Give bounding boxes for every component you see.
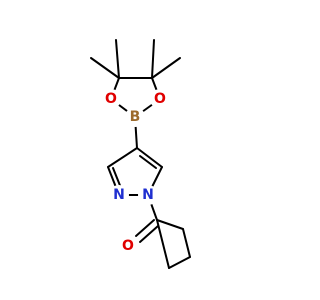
substituted-nitrogen-atom-label: N (142, 187, 154, 203)
ketone-oxygen-atom-label: O (122, 238, 134, 254)
bond-pyrazole-c4-c5 (136, 147, 163, 168)
bond-cyclopentyl-1 (156, 219, 184, 230)
right-oxygen-label-background (150, 89, 170, 109)
boron-atom-label: B (130, 109, 141, 125)
left-oxygen-atom-label: O (105, 91, 117, 107)
bond-cyclopentyl-2 (182, 228, 191, 258)
bond-cyclopentyl-3 (168, 256, 191, 269)
bond-c-c-methyl-left-1 (90, 57, 120, 79)
bond-pyrazole-c3-c4 (107, 147, 138, 168)
bond-pyrazole-c4-c5-double (139, 155, 157, 169)
bond-pyrazole-n2-c3-double (112, 167, 122, 189)
bond-carbonyl-1 (135, 219, 155, 237)
bond-c-c-methyl-left-2 (115, 39, 120, 79)
ring-nitrogen-atom-label: N (113, 187, 125, 203)
boron-label-background (125, 107, 145, 127)
structure-canvas: B O O N N O (90, 39, 191, 269)
right-oxygen-atom-label: O (154, 91, 166, 107)
chemical-structure-diagram: B O O N N O (90, 39, 191, 269)
ring-nitrogen-label-background (109, 185, 129, 205)
ketone-oxygen-label-background (118, 236, 138, 256)
bond-carbonyl-2 (139, 225, 159, 243)
substituted-nitrogen-label-background (138, 185, 158, 205)
bond-c-c-methyl-right-2 (151, 57, 181, 79)
bond-c-c-methyl-right-1 (151, 39, 155, 79)
left-oxygen-label-background (101, 89, 121, 109)
bond-cyclopentyl-4 (156, 219, 170, 269)
